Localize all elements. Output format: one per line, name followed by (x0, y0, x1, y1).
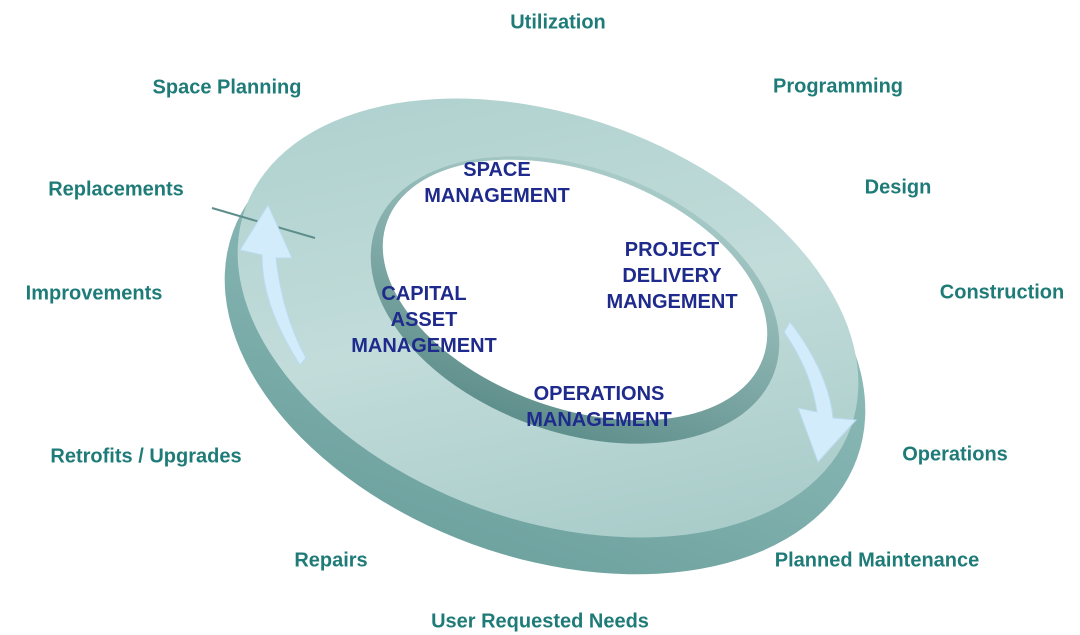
label-user-requested-needs: User Requested Needs (431, 610, 649, 633)
label-space-planning: Space Planning (152, 76, 302, 99)
label-improvements: Improvements (25, 282, 163, 305)
label-project-delivery-management: PROJECT DELIVERY MANGEMENT (606, 239, 738, 313)
ring-inner-wall (370, 156, 780, 444)
label-repairs: Repairs (294, 549, 368, 572)
cycle-arrow-up-icon (239, 203, 307, 366)
label-capital-asset-management: CAPITAL ASSET MANAGEMENT (351, 283, 497, 357)
label-operations: Operations (902, 443, 1008, 466)
cycle-arrow-down-icon (783, 321, 858, 463)
label-replacements: Replacements (48, 178, 184, 201)
label-retrofits-upgrades: Retrofits / Upgrades (50, 445, 242, 468)
label-space-management: SPACE MANAGEMENT (424, 159, 570, 207)
label-utilization: Utilization (510, 11, 606, 34)
label-design: Design (864, 176, 932, 199)
label-operations-management: OPERATIONS MANAGEMENT (526, 383, 672, 431)
label-programming: Programming (772, 75, 904, 98)
label-planned-maintenance: Planned Maintenance (774, 549, 980, 572)
label-construction: Construction (939, 281, 1065, 304)
